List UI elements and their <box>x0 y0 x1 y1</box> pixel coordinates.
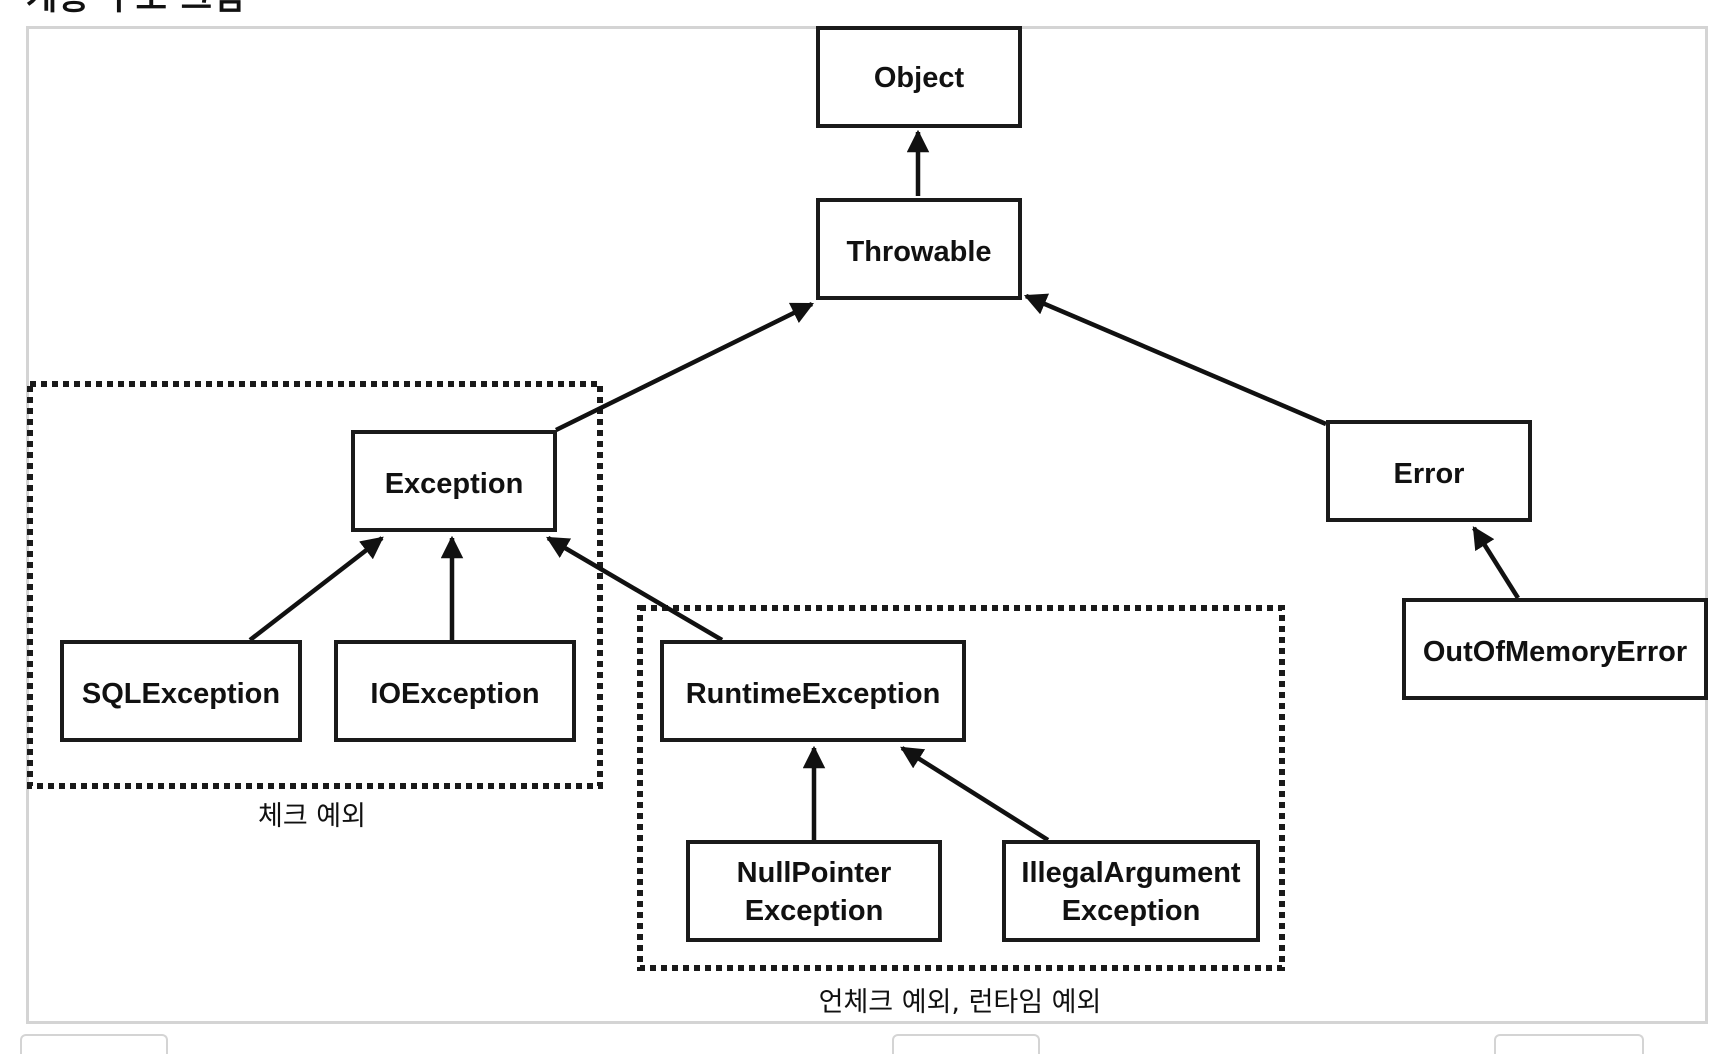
node-nullpointerexception-label-line2: Exception <box>745 895 884 927</box>
edge-outofmemoryerror-error <box>1472 526 1520 600</box>
node-outofmemoryerror: OutOfMemoryError <box>1402 598 1708 700</box>
node-error: Error <box>1326 420 1532 522</box>
node-runtimeexception-label: RuntimeException <box>686 678 941 710</box>
node-object: Object <box>816 26 1022 128</box>
node-throwable: Throwable <box>816 198 1022 300</box>
edge-illegalargument-runtimeexception <box>900 746 1050 842</box>
edge-runtimeexception-exception <box>546 536 724 642</box>
node-outofmemoryerror-label: OutOfMemoryError <box>1423 636 1687 668</box>
checked-exception-group <box>27 381 603 789</box>
node-illegalargumentexception: IllegalArgument Exception <box>1002 840 1260 942</box>
node-runtimeexception: RuntimeException <box>660 640 966 742</box>
page-header-fragment: 계층 구조 그림 <box>26 0 245 19</box>
node-illegalargumentexception-label-line1: IllegalArgument <box>1021 857 1240 889</box>
node-sqlexception: SQLException <box>60 640 302 742</box>
node-illegalargumentexception-label-line2: Exception <box>1062 895 1201 927</box>
node-ioexception-label: IOException <box>370 678 539 710</box>
node-sqlexception-label: SQLException <box>82 678 280 710</box>
node-exception-label: Exception <box>385 468 524 500</box>
checked-exception-label: 체크 예외 <box>258 801 366 832</box>
edge-exception-throwable <box>555 301 815 433</box>
node-nullpointerexception: NullPointer Exception <box>686 840 942 942</box>
node-nullpointerexception-label-line1: NullPointer <box>737 857 892 889</box>
edge-error-throwable <box>1023 293 1327 427</box>
unchecked-exception-group <box>637 605 1285 971</box>
node-error-label: Error <box>1394 458 1465 490</box>
node-ioexception: IOException <box>334 640 576 742</box>
bottom-tab-2[interactable] <box>892 1034 1040 1054</box>
node-object-label: Object <box>874 62 965 94</box>
bottom-tab-3[interactable] <box>1494 1034 1644 1054</box>
node-exception: Exception <box>351 430 557 532</box>
edge-sqlexception-exception <box>248 536 384 642</box>
unchecked-exception-label: 언체크 예외, 런타임 예외 <box>819 987 1102 1018</box>
bottom-tab-1[interactable] <box>20 1034 168 1054</box>
node-throwable-label: Throwable <box>846 236 991 268</box>
